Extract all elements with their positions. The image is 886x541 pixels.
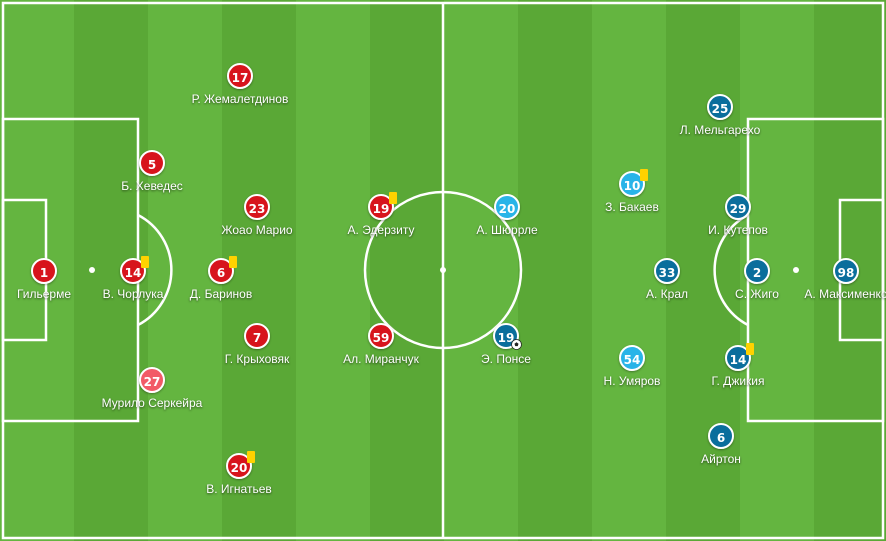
- yellow-card-icon: [229, 256, 237, 268]
- player-home-5[interactable]: 17 Р. Жемалетдинов: [170, 63, 310, 106]
- player-away-4[interactable]: 54 Н. Умяров: [562, 345, 702, 388]
- player-number-badge: 1: [31, 258, 57, 284]
- player-name: Гильерме: [16, 287, 72, 301]
- player-away-1[interactable]: 20 А. Шюррле: [437, 194, 577, 237]
- player-name: Ал. Миранчук: [343, 352, 419, 366]
- player-number-badge: 2: [744, 258, 770, 284]
- yellow-card-icon: [746, 343, 754, 355]
- player-name: И. Кутепов: [708, 223, 768, 237]
- player-number-badge: 6: [216, 266, 226, 280]
- player-name: Г. Джикия: [711, 374, 765, 388]
- yellow-card-icon: [640, 169, 648, 181]
- player-away-8[interactable]: 2 С. Жиго: [687, 258, 827, 301]
- player-number-badge: 14: [124, 266, 142, 280]
- player-home-7[interactable]: 6 Д. Баринов: [151, 256, 291, 301]
- player-name: А. Крал: [645, 287, 688, 301]
- player-name: В. Чорлука: [102, 287, 164, 301]
- player-number-badge: 20: [494, 194, 520, 220]
- player-number-badge: 33: [654, 258, 680, 284]
- player-home-11[interactable]: 59 Ал. Миранчук: [311, 323, 451, 366]
- player-number-badge: 6: [708, 423, 734, 449]
- player-home-3[interactable]: 5 Б. Хеведес: [82, 150, 222, 193]
- player-number-badge: 10: [623, 179, 641, 193]
- yellow-card-icon: [389, 192, 397, 204]
- player-number-badge: 5: [139, 150, 165, 176]
- player-away-5[interactable]: 33 А. Крал: [597, 258, 737, 301]
- player-away-6[interactable]: 25 Л. Мельгарехо: [650, 94, 790, 137]
- player-number-badge: 54: [619, 345, 645, 371]
- yellow-card-icon: [141, 256, 149, 268]
- player-home-4[interactable]: 27 Мурило Серкейра: [82, 367, 222, 410]
- player-number-badge: 19: [497, 331, 515, 345]
- ball-icon: [511, 339, 522, 350]
- player-number-badge: 98: [833, 258, 859, 284]
- player-name: Айртон: [701, 452, 741, 466]
- player-number-badge: 29: [725, 194, 751, 220]
- player-number-badge: 25: [707, 94, 733, 120]
- player-home-9[interactable]: 20 В. Игнатьев: [169, 451, 309, 496]
- player-name: Жоао Марио: [221, 223, 293, 237]
- player-number-badge: 27: [139, 367, 165, 393]
- player-name: А. Шюррле: [476, 223, 538, 237]
- player-away-2[interactable]: 19 Э. Понсе: [436, 323, 576, 366]
- player-number-badge: 20: [230, 461, 248, 475]
- player-name: С. Жиго: [735, 287, 779, 301]
- yellow-card-icon: [247, 451, 255, 463]
- player-name: Н. Умяров: [603, 374, 661, 388]
- player-home-1[interactable]: 1 Гильерме: [0, 258, 114, 301]
- player-number-badge: 59: [368, 323, 394, 349]
- player-away-3[interactable]: 10 З. Бакаев: [562, 169, 702, 214]
- player-name: Г. Крыховяк: [224, 352, 290, 366]
- player-number-badge: 14: [729, 353, 747, 367]
- player-name: Мурило Серкейра: [101, 396, 203, 410]
- player-home-6[interactable]: 23 Жоао Марио: [187, 194, 327, 237]
- player-name: Д. Баринов: [189, 287, 253, 301]
- player-name: В. Игнатьев: [206, 482, 272, 496]
- player-away-9[interactable]: 14 Г. Джикия: [668, 343, 808, 388]
- player-name: А. Максименко: [804, 287, 886, 301]
- player-away-7[interactable]: 29 И. Кутепов: [668, 194, 808, 237]
- player-home-2[interactable]: 14 В. Чорлука: [63, 256, 203, 301]
- player-home-8[interactable]: 7 Г. Крыховяк: [187, 323, 327, 366]
- player-name: А. Эдерзиту: [347, 223, 415, 237]
- player-away-10[interactable]: 6 Айртон: [651, 423, 791, 466]
- player-name: Р. Жемалетдинов: [191, 92, 289, 106]
- player-name: Э. Понсе: [481, 352, 531, 366]
- player-number-badge: 7: [244, 323, 270, 349]
- player-name: Б. Хеведес: [121, 179, 183, 193]
- player-name: Л. Мельгарехо: [679, 123, 761, 137]
- player-number-badge: 19: [372, 202, 390, 216]
- player-number-badge: 23: [244, 194, 270, 220]
- player-name: З. Бакаев: [605, 200, 659, 214]
- player-home-10[interactable]: 19 А. Эдерзиту: [311, 192, 451, 237]
- player-number-badge: 17: [227, 63, 253, 89]
- player-away-11[interactable]: 98 А. Максименко: [776, 258, 886, 301]
